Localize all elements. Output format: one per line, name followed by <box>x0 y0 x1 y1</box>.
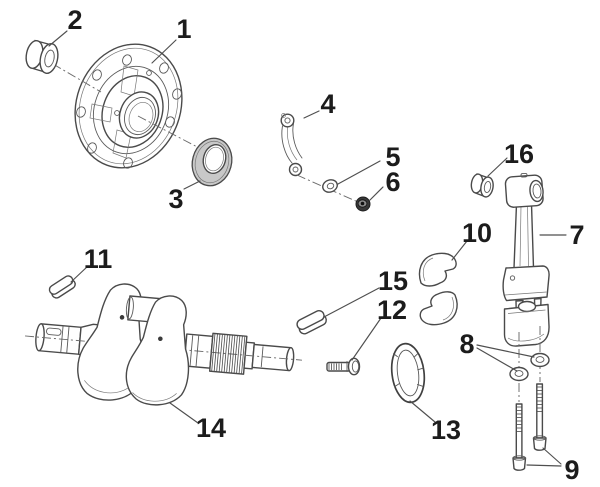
callout-4: 4 <box>303 89 336 119</box>
part-2-bushing <box>25 39 59 74</box>
callout-4-label: 4 <box>320 89 335 119</box>
callouts: 1 2 3 4 5 6 7 8 <box>48 5 585 485</box>
part-14-crankshaft <box>25 283 303 406</box>
callout-10-label: 10 <box>462 218 492 248</box>
part-4-retainer-strap <box>280 113 303 177</box>
callout-9-label: 9 <box>564 455 579 485</box>
callout-5: 5 <box>337 142 401 185</box>
callout-1-label: 1 <box>176 14 191 44</box>
part-3-seal-ring <box>191 137 233 187</box>
callout-2-label: 2 <box>67 5 82 35</box>
assembly-axis-flange <box>52 63 204 151</box>
part-15-key <box>296 309 327 335</box>
callout-5-label: 5 <box>385 142 400 172</box>
callout-16-label: 16 <box>504 139 534 169</box>
callout-3-label: 3 <box>168 184 183 214</box>
callout-7-label: 7 <box>569 220 584 250</box>
callout-13: 13 <box>409 400 461 445</box>
callout-11: 11 <box>70 244 113 283</box>
callout-2: 2 <box>48 5 83 47</box>
part-12-bolt <box>326 357 361 376</box>
callout-11-label: 11 <box>84 244 113 274</box>
part-9-cap-bolts <box>512 383 547 471</box>
callout-15-label: 15 <box>378 266 408 296</box>
callout-10: 10 <box>451 218 492 261</box>
callout-13-label: 13 <box>431 415 461 445</box>
callout-8: 8 <box>459 329 535 372</box>
part-11-key <box>48 275 76 299</box>
callout-6-label: 6 <box>385 167 400 197</box>
callout-16: 16 <box>487 139 534 177</box>
assembly-axis-fasteners <box>296 174 359 203</box>
part-5-washer <box>322 179 338 193</box>
part-7-connecting-rod <box>502 172 550 347</box>
callout-12: 12 <box>351 295 407 361</box>
callout-14: 14 <box>169 402 226 443</box>
callout-9: 9 <box>526 447 580 485</box>
part-16-small-end-bushing <box>470 173 494 198</box>
callout-3: 3 <box>168 180 201 214</box>
callout-15: 15 <box>323 266 408 318</box>
callout-14-label: 14 <box>196 413 226 443</box>
part-8-washers <box>509 352 550 382</box>
callout-6: 6 <box>369 167 401 201</box>
part-10-bearing-shells <box>418 252 458 326</box>
part-1-mounting-flange <box>74 43 183 169</box>
callout-7: 7 <box>539 220 585 250</box>
callout-12-label: 12 <box>377 295 407 325</box>
part-6-nut <box>355 196 371 212</box>
callout-8-label: 8 <box>459 329 474 359</box>
callout-1: 1 <box>151 14 192 64</box>
